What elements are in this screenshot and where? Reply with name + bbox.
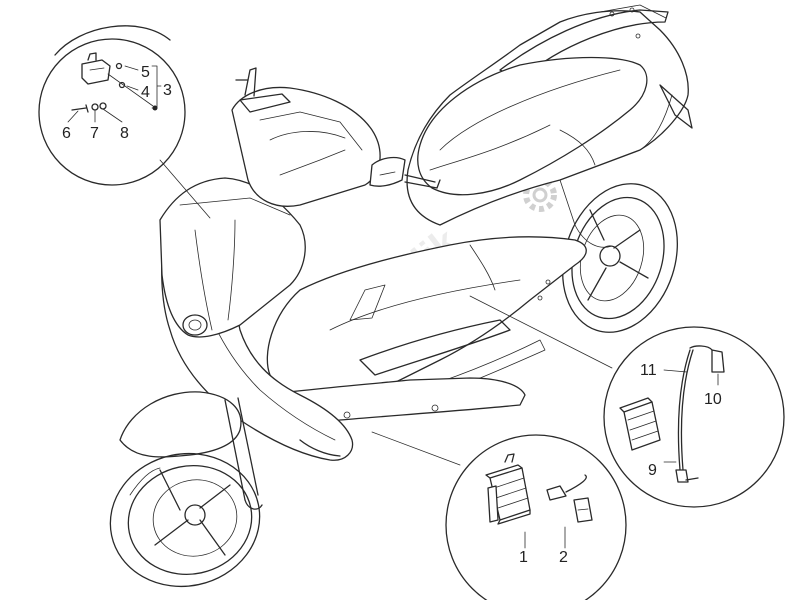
relay-part	[71, 52, 158, 113]
regulator-part	[485, 453, 593, 525]
callout-3: 3	[163, 82, 172, 99]
leader-line-right	[469, 295, 613, 369]
front-fairing	[159, 177, 354, 461]
leader-line-top-left	[159, 159, 211, 219]
callout-4: 4	[141, 84, 150, 101]
connector-part-2	[573, 497, 593, 523]
windscreen-handlebar	[231, 67, 441, 207]
front-wheel	[109, 391, 263, 588]
callout-1: 1	[519, 549, 528, 566]
callout-2: 2	[559, 549, 568, 566]
callout-7: 7	[90, 125, 99, 142]
nut-part-8	[99, 102, 107, 110]
callout-9: 9	[648, 462, 657, 479]
sensor-assembly	[619, 345, 725, 483]
screw-part-5	[115, 62, 123, 70]
leader-line-bottom	[371, 431, 461, 466]
side-body	[257, 236, 587, 422]
callout-8: 8	[120, 125, 129, 142]
callout-5: 5	[141, 64, 150, 81]
detail-circle-regulator: 1 2	[371, 431, 627, 600]
screw-part-6	[71, 104, 89, 113]
scooter-illustration	[109, 4, 693, 588]
washer-part-7	[91, 103, 99, 111]
detail-circle-sensor: 11 10 9	[469, 295, 785, 508]
seat	[417, 56, 648, 196]
washer-part-4	[118, 81, 126, 89]
callout-10: 10	[704, 391, 722, 408]
callout-6: 6	[62, 125, 71, 142]
clip-part-9	[675, 469, 689, 483]
detail-circle-relay: 5 4 3 6 7 8	[38, 25, 211, 219]
sensor-part-10	[711, 349, 725, 373]
callout-11: 11	[640, 362, 657, 379]
